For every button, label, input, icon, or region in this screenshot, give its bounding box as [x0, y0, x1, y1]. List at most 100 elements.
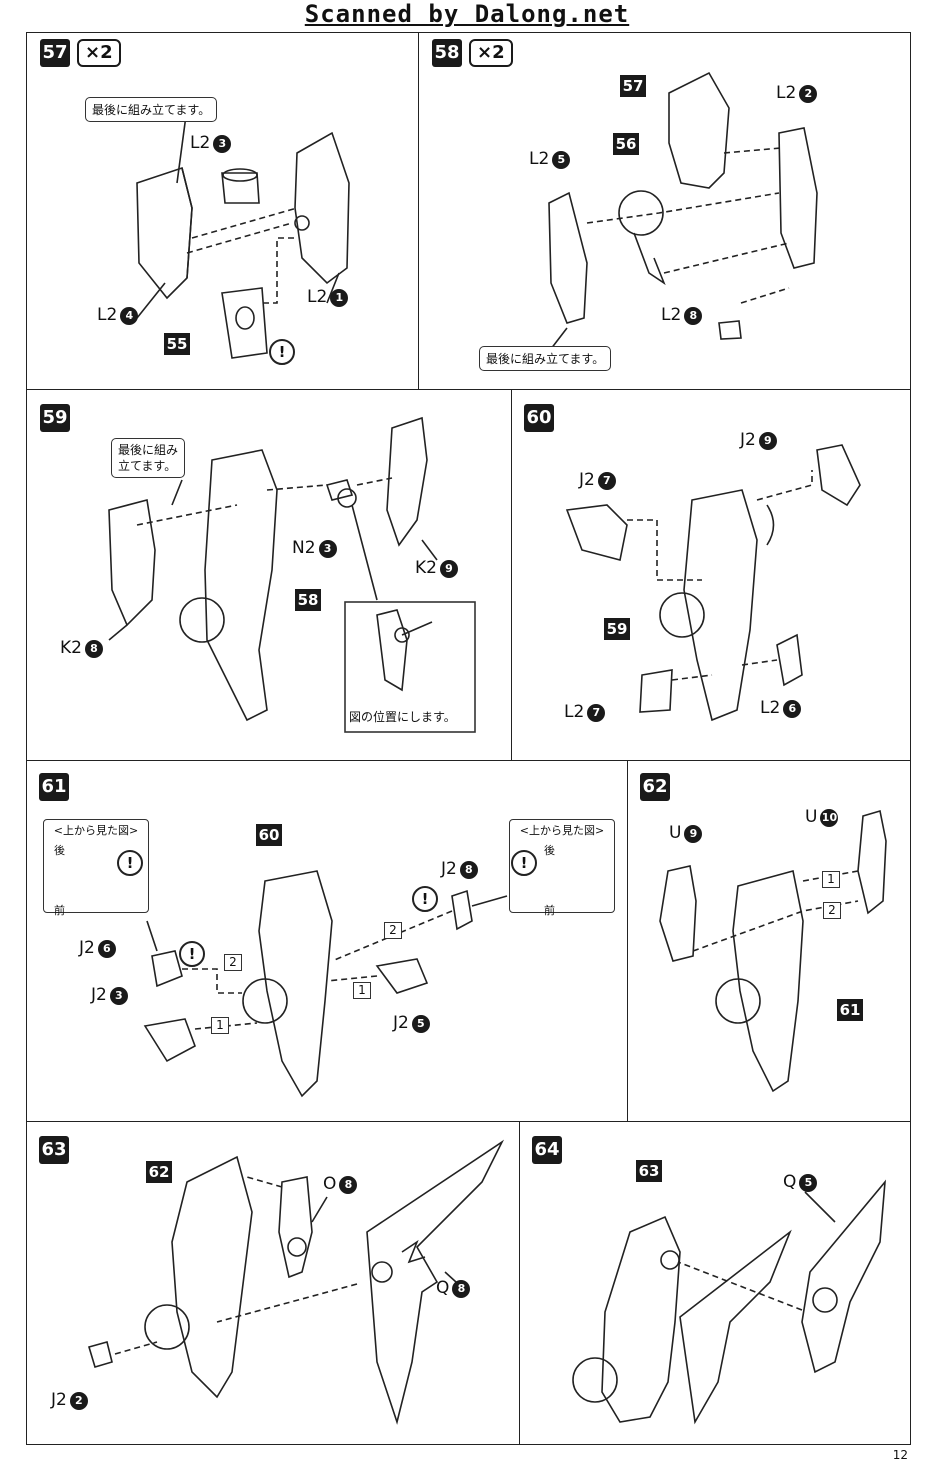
- part-code: U: [669, 823, 682, 843]
- step-62-illustration: [659, 809, 887, 1093]
- part-code: L2: [307, 287, 328, 307]
- part-code: O: [323, 1174, 337, 1194]
- part-code: L2: [776, 83, 797, 103]
- order-marker: 2: [384, 922, 402, 939]
- order-marker: 2: [823, 902, 841, 919]
- step-61-panel: 61 60 <上から見た図> 後 前 ! <上から見た図> 後 前 ! ! ! …: [26, 760, 628, 1122]
- view-back-label: 後: [54, 844, 65, 857]
- step-reference: 59: [604, 618, 630, 640]
- part-number: 6: [97, 940, 116, 958]
- step-number: 59: [40, 404, 70, 432]
- part-code: J2: [91, 985, 107, 1005]
- part-number: 6: [783, 700, 802, 718]
- part-number: 9: [439, 560, 458, 578]
- step-number: 58: [432, 39, 462, 67]
- step-reference: 60: [256, 824, 282, 846]
- part-code: L2: [564, 702, 585, 722]
- step-reference: 62: [146, 1161, 172, 1183]
- order-marker: 1: [211, 1017, 229, 1034]
- caution-icon: !: [179, 941, 205, 967]
- part-number: 5: [411, 1015, 430, 1033]
- part-code: K2: [60, 638, 82, 658]
- part-code: J2: [79, 938, 95, 958]
- step-reference: 57: [620, 75, 646, 97]
- view-front-label: 前: [54, 904, 65, 917]
- view-title: <上から見た図>: [53, 824, 139, 837]
- part-number: 5: [552, 151, 571, 169]
- part-number: 9: [684, 825, 703, 843]
- part-code: L2: [760, 698, 781, 718]
- caution-icon: !: [269, 339, 295, 365]
- assemble-last-note: 最後に組み 立てます。: [111, 438, 186, 478]
- part-code: L2: [529, 149, 550, 169]
- part-code: J2: [579, 470, 595, 490]
- part-code: N2: [292, 538, 316, 558]
- part-code: L2: [190, 133, 211, 153]
- caution-icon: !: [511, 850, 537, 876]
- part-code: J2: [393, 1013, 409, 1033]
- quantity-multiplier: ×2: [77, 39, 121, 67]
- step-reference: 55: [164, 333, 190, 355]
- part-code: J2: [740, 430, 756, 450]
- order-marker: 1: [822, 871, 840, 888]
- part-number: 1: [330, 289, 349, 307]
- step-60-illustration: [565, 444, 861, 722]
- assemble-last-note: 最後に組み立てます。: [85, 97, 218, 122]
- part-number: 3: [318, 540, 337, 558]
- step-64-illustration: [572, 1179, 887, 1425]
- part-number: 7: [587, 704, 606, 722]
- quantity-multiplier: ×2: [469, 39, 513, 67]
- part-number: 2: [799, 85, 818, 103]
- part-code: J2: [51, 1390, 67, 1410]
- view-front-label: 前: [544, 904, 555, 917]
- part-code: J2: [441, 859, 457, 879]
- step-57-illustration: [136, 107, 350, 359]
- step-reference: 61: [837, 999, 863, 1021]
- step-number: 57: [40, 39, 70, 67]
- part-number: 8: [684, 307, 703, 325]
- part-number: 3: [109, 987, 128, 1005]
- part-number: 4: [120, 307, 139, 325]
- part-code: K2: [415, 558, 437, 578]
- assemble-last-note: 最後に組み立てます。: [479, 346, 612, 371]
- step-number: 62: [640, 773, 670, 801]
- step-61-illustration: [86, 844, 586, 1098]
- step-58-illustration: [543, 71, 818, 359]
- part-code: L2: [97, 305, 118, 325]
- part-number: 8: [459, 861, 478, 879]
- part-number: 8: [452, 1280, 471, 1298]
- part-number: 5: [799, 1174, 818, 1192]
- part-code: Q: [783, 1172, 797, 1192]
- part-code: L2: [661, 305, 682, 325]
- part-number: 7: [597, 472, 616, 490]
- part-number: 8: [84, 640, 103, 658]
- part-number: 2: [69, 1392, 88, 1410]
- part-number: 9: [758, 432, 777, 450]
- part-code: U: [805, 807, 818, 827]
- step-reference: 56: [613, 133, 639, 155]
- position-note: 図の位置にします。: [349, 708, 456, 725]
- caution-icon: !: [412, 886, 438, 912]
